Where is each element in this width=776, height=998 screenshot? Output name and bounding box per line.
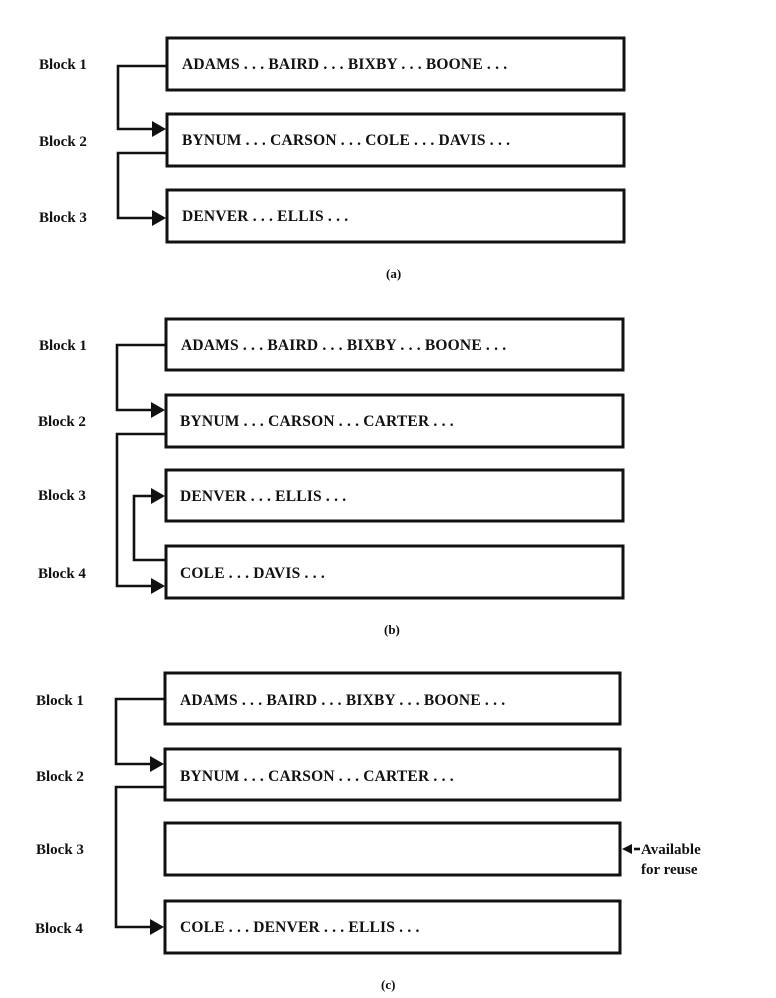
arrowhead-icon [150,756,164,772]
block-content: BYNUM . . . CARSON . . . CARTER . . . [180,413,454,430]
link-line [115,432,166,588]
block-content: ADAMS . . . BAIRD . . . BIXBY . . . BOON… [181,337,506,354]
link-line [115,343,166,412]
arrowhead-icon [150,919,164,935]
block-box [165,112,626,168]
figure-caption: (c) [381,977,395,992]
block-label: Block 3 [36,842,84,858]
block-label: Block 4 [35,921,83,937]
block-content: DENVER . . . ELLIS . . . [182,208,348,225]
block-content: COLE . . . DENVER . . . ELLIS . . . [180,919,420,936]
link-line [132,494,166,562]
block-box [163,899,622,955]
figure-b: Block 1 Block 2 Block 3 Block 4 ADAMS . … [38,317,625,637]
block-box [164,317,625,372]
block-content: DENVER . . . ELLIS . . . [180,488,346,505]
block-label: Block 3 [39,210,87,226]
arrowhead-icon [151,488,165,504]
figure-a: Block 1 Block 2 Block 3 ADAMS . . . BAIR… [39,36,626,281]
arrowhead-icon [151,578,165,594]
figure-caption: (a) [386,266,401,281]
block-label: Block 3 [38,488,86,504]
block-label: Block 1 [39,57,87,73]
link-line [116,151,167,220]
link-line [116,64,167,131]
block-box [164,393,625,449]
block-content: ADAMS . . . BAIRD . . . BIXBY . . . BOON… [180,692,505,709]
block-box [163,747,622,802]
block-content: ADAMS . . . BAIRD . . . BIXBY . . . BOON… [182,56,507,73]
block-label: Block 1 [36,693,84,709]
annotation-line-2: for reuse [641,862,698,878]
arrowhead-icon [152,210,166,226]
block-label: Block 2 [36,769,84,785]
block-box [165,36,626,92]
link-line [114,785,165,929]
arrowhead-icon [151,402,165,418]
block-box [164,468,625,523]
block-label: Block 1 [39,338,87,354]
block-box [165,188,626,244]
figure-c: Block 1 Block 2 Block 3 Block 4 ADAMS . … [35,671,701,992]
figure-caption: (b) [384,622,400,637]
block-content: BYNUM . . . CARSON . . . COLE . . . DAVI… [182,132,510,149]
left-arrow-icon [622,844,632,854]
block-content: BYNUM . . . CARSON . . . CARTER . . . [180,768,454,785]
block-box [164,544,625,600]
annotation-line-1: Available [641,842,701,858]
block-label: Block 4 [38,566,86,582]
block-label: Block 2 [38,414,86,430]
link-line [114,697,165,766]
block-content: COLE . . . DAVIS . . . [180,565,325,582]
arrowhead-icon [152,121,166,137]
block-label: Block 2 [39,134,87,150]
block-box-empty [163,821,622,877]
